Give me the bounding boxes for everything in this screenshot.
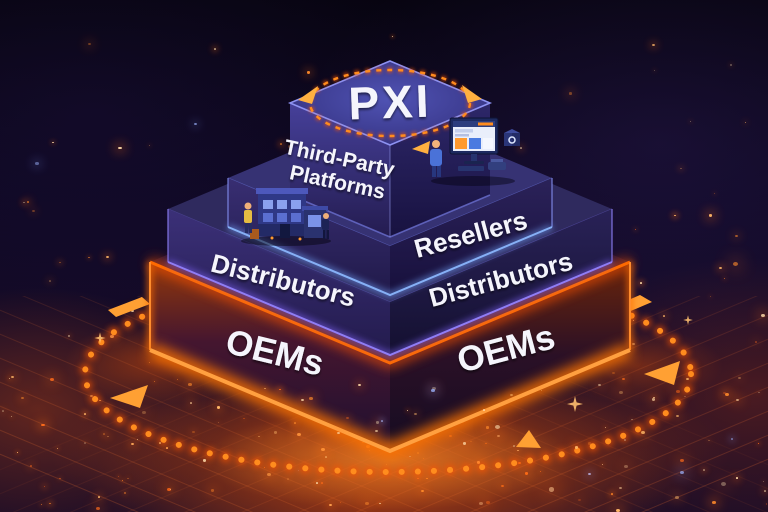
storefront-with-people-illustration [241,188,331,246]
server-box-icon [504,129,520,146]
tier-distributors-left-face [168,209,390,355]
user-figure [430,140,442,177]
tier-oems-left-face [150,262,390,451]
clerk-figure [322,213,329,239]
tier-distributors-right-face [390,209,612,355]
ring-arrow-bottom-icon [516,430,541,448]
apex-label: PXI [348,75,433,130]
person-at-computer-illustration [430,117,520,186]
shopper-figure [244,202,252,233]
tier-resellers-right-face [390,178,552,295]
apex-left-face [290,103,390,237]
apex-circular-arrows-icon [298,67,482,154]
ring-arrow-left-icon [108,297,150,317]
ring-arrow-lower-left-icon [110,385,148,408]
printer-icon [488,159,506,170]
ring-arrow-mid-right-icon [644,361,680,385]
tier-oems-right-face [390,262,630,451]
desktop-monitor-icon [449,117,499,171]
star-sparkle-icons [94,315,693,412]
apex-top-face [287,60,493,146]
